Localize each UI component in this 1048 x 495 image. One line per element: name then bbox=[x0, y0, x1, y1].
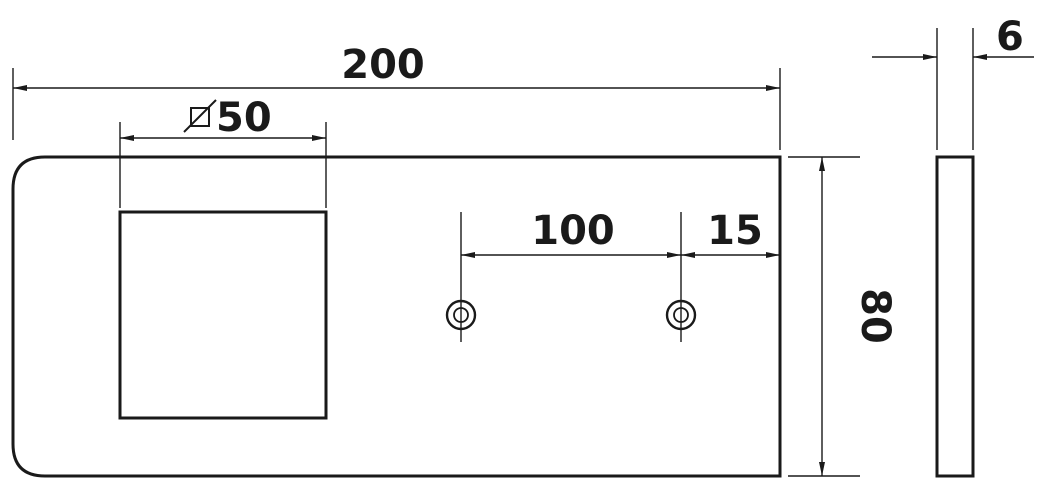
dimension-height: 80 bbox=[788, 156, 898, 477]
plate-side-view bbox=[935, 155, 975, 478]
plate-front-view bbox=[11, 155, 782, 478]
square-symbol-icon bbox=[183, 99, 217, 133]
dimension-cutout-size: 50 bbox=[119, 95, 327, 208]
height-label: 80 bbox=[852, 288, 898, 344]
dimension-edge-offset: 15 bbox=[681, 208, 780, 258]
side-profile bbox=[935, 155, 975, 478]
thickness-label: 6 bbox=[996, 14, 1024, 60]
square-cutout bbox=[118, 210, 328, 420]
hole-spacing-label: 100 bbox=[531, 208, 615, 254]
dimension-thickness: 6 bbox=[872, 14, 1034, 150]
dimension-hole-spacing: 100 bbox=[460, 208, 682, 342]
plate-outline bbox=[11, 155, 782, 478]
cutout-size-label: 50 bbox=[216, 95, 272, 141]
dimension-overall-length: 200 bbox=[12, 42, 781, 150]
overall-length-label: 200 bbox=[341, 42, 425, 88]
edge-offset-label: 15 bbox=[707, 208, 763, 254]
